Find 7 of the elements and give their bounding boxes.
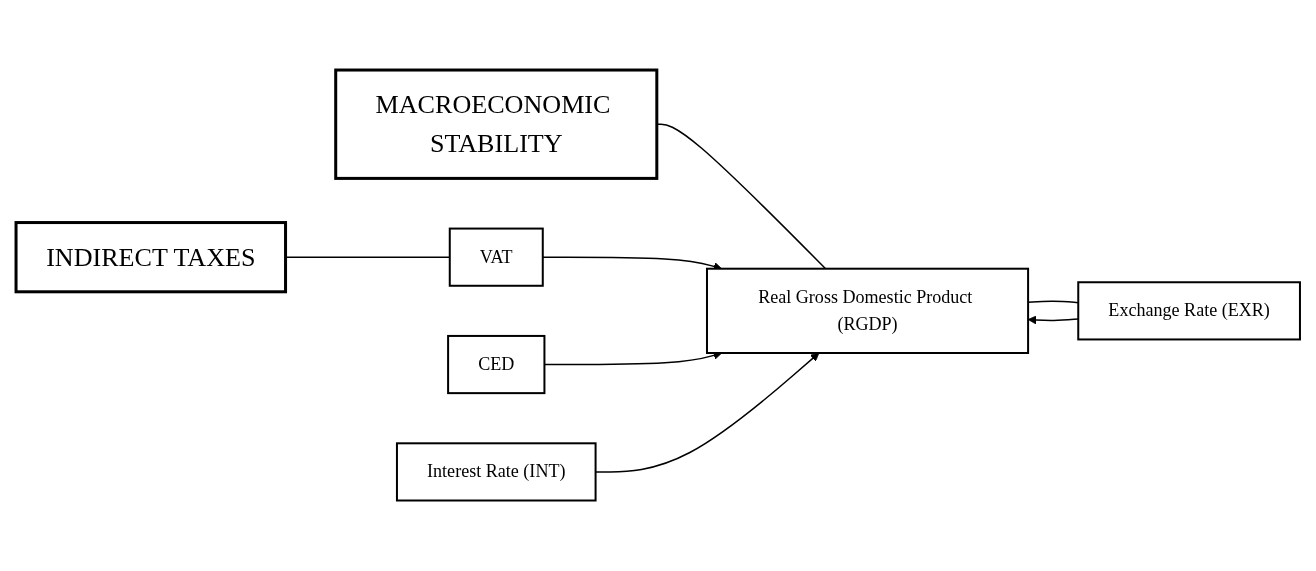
node-box: Real Gross Domestic Product (RGDP) (706, 267, 1030, 355)
node-box: VAT (448, 227, 544, 287)
node-box: Exchange Rate (EXR) (1077, 281, 1301, 341)
node-box: Interest Rate (INT) (395, 442, 597, 502)
node-box: CED (447, 335, 546, 395)
node-box: MACROECONOMIC STABILITY (334, 68, 659, 181)
node-box: INDIRECT TAXES (14, 221, 288, 294)
